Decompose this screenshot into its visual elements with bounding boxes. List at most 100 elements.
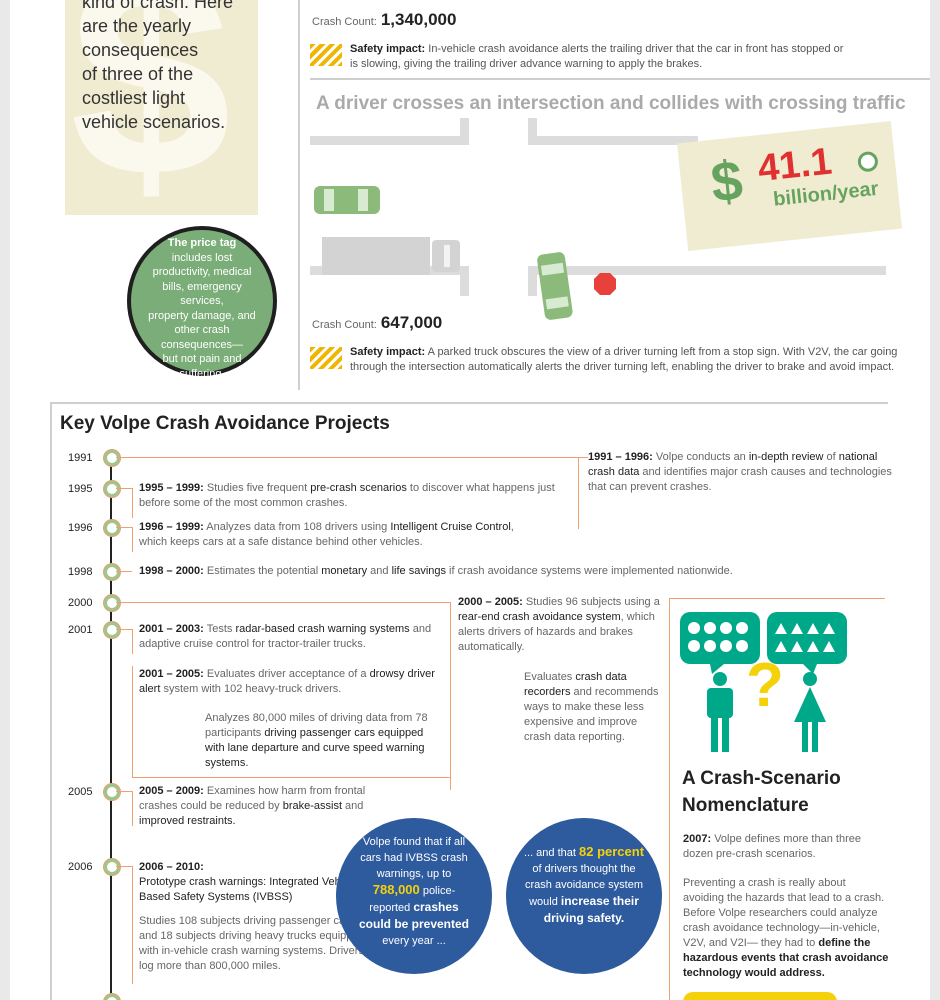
entry-text: Volpe defines more than three dozen pre-… [683, 833, 861, 860]
timeline-node [104, 595, 120, 611]
connector [669, 598, 670, 1000]
safety-label: Safety impact: [350, 43, 426, 55]
connector [450, 602, 451, 790]
crash-count-value: 1,340,000 [380, 10, 457, 29]
projects-section [50, 402, 888, 1000]
road [460, 118, 469, 145]
timeline-node [104, 481, 120, 497]
dollar-watermark-icon: $ [70, 0, 232, 215]
connector [116, 488, 132, 489]
speech-bubble-icon [680, 612, 760, 674]
entry-range: 1991 – 1996: [588, 451, 653, 463]
entry-range: 1996 – 1999: [139, 521, 204, 533]
timeline-node [104, 450, 120, 466]
tag-hole-icon [856, 150, 879, 173]
timeline-node [104, 784, 120, 800]
note-line: property damage, and [148, 309, 256, 322]
car-icon [314, 186, 380, 214]
note-line: productivity, medical [152, 266, 252, 278]
intro-panel: $ [65, 0, 258, 215]
entry-range: 2000 – 2005: [458, 596, 523, 608]
divider [298, 0, 300, 390]
road [528, 118, 537, 145]
woman-icon [794, 672, 826, 752]
entry-text: and recommends ways to make these less e… [524, 686, 659, 743]
circle-text: every year ... [382, 935, 446, 947]
section-title: Key Volpe Crash Avoidance Projects [60, 413, 390, 434]
note-line: other crash [174, 324, 230, 336]
entry-text: Analyzes 80,000 miles of driving data fr… [205, 712, 428, 739]
timeline-entry: 2001 – 2005: Evaluates driver acceptance… [139, 667, 439, 771]
divider [310, 78, 930, 80]
entry-range: 1998 – 2000: [139, 565, 204, 577]
triangles-icon [775, 623, 835, 674]
truck-icon [322, 237, 460, 275]
note-line: suffering. [179, 367, 225, 380]
entry-highlight: Intelligent Cruise Control [390, 521, 511, 533]
circle-number: 82 percent [579, 844, 645, 859]
timeline-entry: 2000 – 2005: Studies 96 subjects using a… [458, 595, 663, 745]
entry-highlight: define the hazardous events that crash a… [683, 937, 889, 979]
road [528, 136, 698, 145]
connector [132, 527, 133, 552]
entry-text: and adaptive cruise control for tractor-… [139, 623, 432, 650]
circle-highlight: crashes could be prevented [358, 900, 470, 931]
hazard-stripe-icon [310, 44, 342, 66]
timeline-axis [110, 452, 112, 1000]
price-dollar: $ [707, 148, 746, 214]
road [528, 266, 537, 296]
intro-text: kind of crash. Here are the yearly conse… [82, 0, 257, 134]
note-line: bills, emergency services, [162, 280, 242, 308]
infographic-page: $ kind of crash. Here are the yearly con… [10, 0, 930, 1000]
circle-text: Volpe found that if all cars had IVBSS c… [360, 836, 468, 880]
timeline-year: 2006 [68, 861, 93, 873]
crash-count-label: Crash Count: [312, 319, 377, 331]
crash-count: Crash Count:1,340,000 [312, 10, 456, 30]
intro-line: costliest light [82, 88, 186, 108]
entry-highlight: Prototype crash warnings: Integrated Veh… [139, 876, 361, 903]
intro-line: kind of crash. Here [82, 0, 234, 12]
connector [132, 866, 133, 984]
entry-highlight: national crash data [588, 451, 878, 478]
price-tag: $ 41.1 billion/year [676, 121, 903, 251]
circle-text: police-reported [369, 885, 456, 914]
entry-range: 2005 – 2009: [139, 785, 204, 797]
timeline-entry: 1991 – 1996: Volpe conducts an in-depth … [588, 450, 898, 495]
connector [116, 866, 132, 867]
timeline-node [104, 994, 120, 1000]
entry-highlight: crash data recorders [524, 671, 627, 698]
connector [116, 457, 588, 458]
price-tag-note: The price tag includes lost productivity… [127, 226, 277, 380]
nomenclature-title: A Crash-Scenario Nomenclature [682, 765, 841, 819]
intro-line: vehicle scenarios. [82, 112, 226, 132]
stop-sign-icon [594, 273, 616, 295]
entry-highlight: pre-crash scenarios [310, 482, 407, 494]
timeline-entry: 1996 – 1999: Analyzes data from 108 driv… [139, 520, 519, 550]
safety-label: Safety impact: [350, 346, 426, 358]
entry-text: , which alerts drivers of hazards and br… [458, 611, 655, 653]
timeline-year: 1998 [68, 566, 93, 578]
road [460, 266, 469, 296]
connector [132, 777, 450, 778]
entry-highlight: driving passenger cars equipped with lan… [205, 727, 425, 769]
intro-line: are the yearly [82, 16, 192, 36]
intro-line: consequences [82, 40, 199, 60]
crash-count: Crash Count:647,000 [312, 313, 442, 333]
circle-highlight: increase their driving safety. [543, 894, 639, 925]
road [528, 266, 886, 275]
connector [116, 602, 450, 603]
safety-text: A parked truck obscures the view of a dr… [350, 346, 898, 373]
man-icon [707, 672, 733, 752]
timeline-year: 1991 [68, 452, 93, 464]
entry-range: 2006 – 2010: [139, 861, 204, 873]
question-mark-icon: ? [746, 651, 784, 720]
entry-highlight: radar-based crash warning systems [235, 623, 410, 635]
entry-range: 2001 – 2005: [139, 668, 204, 680]
entry-text: of [823, 451, 839, 463]
nomenclature-paragraph: Preventing a crash is really about avoid… [683, 876, 889, 981]
timeline-entry: 1995 – 1999: Studies five frequent pre-c… [139, 481, 559, 511]
connector [132, 666, 133, 778]
note-line: includes lost [171, 251, 233, 264]
entry-text: Preventing a crash is really about avoid… [683, 877, 885, 949]
entry-range: 1995 – 1999: [139, 482, 204, 494]
